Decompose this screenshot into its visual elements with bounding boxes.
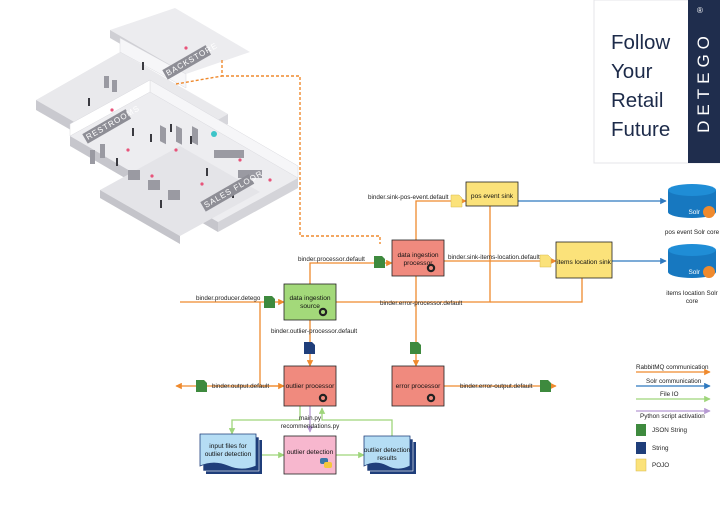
tagline-line-4: Future [611, 118, 671, 141]
spring-logo-icon [426, 393, 436, 403]
solr-core-pos-event[interactable]: Solr pos event Solr core [665, 184, 720, 236]
legend-fileio: File IO [660, 391, 679, 398]
json-string-marker [374, 256, 385, 268]
json-string-marker [410, 342, 421, 354]
label-output: binder.output.default [212, 383, 269, 390]
node-label: pos event sink [471, 193, 514, 200]
pojo-marker [539, 254, 552, 268]
svg-text:items location Solr: items location Solr [666, 290, 717, 297]
edge-labels: binder.sink-pos-event.default binder.pro… [196, 194, 540, 430]
svg-text:core: core [686, 298, 699, 305]
svg-text:items location sink: items location sink [557, 259, 612, 266]
legend-pojo: POJO [652, 462, 669, 469]
store-floorplan-illustration: BACKSTORE RESTROOMS SALES FLOOR [36, 8, 381, 244]
string-marker [304, 342, 315, 354]
legend: RabbitMQ communication Solr communicatio… [635, 364, 711, 472]
python-logo-icon [320, 458, 332, 468]
message-markers [196, 194, 552, 392]
node-items-location-sink[interactable]: items location sink [555, 241, 613, 279]
edge-results-to-outlier [318, 407, 393, 436]
detego-logo-text: DETEGO [694, 31, 713, 133]
spring-logo-icon [318, 307, 328, 317]
solr-logo-icon: Solr [688, 206, 715, 218]
tagline-line-2: Your [611, 60, 653, 83]
legend-string: String [652, 445, 669, 452]
legend-pojo-swatch [635, 458, 647, 472]
label-processor-default: binder.processor.default [298, 256, 365, 263]
label-producer: binder.producer.detego [196, 295, 261, 302]
label-sink-pos-event: binder.sink-pos-event.default [368, 194, 449, 201]
svg-text:processor: processor [404, 260, 434, 267]
pojo-marker [450, 194, 463, 208]
json-string-marker [264, 296, 275, 308]
edge-outlier-to-input-files [228, 406, 301, 435]
legend-solr: Solr communication [646, 378, 702, 385]
legend-rabbitmq: RabbitMQ communication [636, 364, 709, 371]
node-data-ingestion-processor[interactable]: data ingestion processor [391, 239, 445, 277]
node-outlier-results[interactable]: outlier detection results [363, 435, 416, 474]
label-main-py: main.py [299, 415, 322, 422]
svg-text:results: results [377, 455, 397, 462]
edge-items-sink-error [490, 278, 583, 303]
label-error-output: binder.error-output.default [460, 383, 533, 390]
label-recommendations-py: recommendations.py [281, 423, 340, 430]
json-string-marker [540, 380, 551, 392]
node-outlier-detection[interactable]: outlier detection [283, 435, 337, 475]
svg-text:error processor: error processor [396, 383, 442, 390]
edges [175, 197, 667, 459]
legend-json: JSON String [652, 427, 687, 434]
svg-text:outlier detection: outlier detection [287, 449, 334, 456]
detego-logo: DETEGO ® [688, 0, 720, 163]
backstore-floor [110, 8, 250, 74]
svg-text:outlier processor: outlier processor [286, 383, 336, 390]
legend-json-swatch [636, 424, 646, 436]
svg-text:source: source [300, 303, 320, 310]
tagline-line-3: Retail [611, 89, 664, 112]
store-data-route [221, 60, 381, 244]
svg-text:outlier detection: outlier detection [364, 447, 411, 454]
solr-logo-icon: Solr [688, 266, 715, 278]
spring-logo-icon [318, 393, 328, 403]
brand-panel [593, 0, 720, 164]
svg-text:Solr: Solr [688, 269, 700, 276]
solr-core-items-location[interactable]: Solr items location Solr core [666, 244, 718, 305]
label-error-processor: binder.error-processor.default [380, 300, 463, 307]
edge-source-to-processor [309, 259, 393, 284]
tagline-line-1: Follow [611, 31, 671, 54]
legend-python: Python script activation [640, 413, 705, 420]
svg-text:input files for: input files for [209, 443, 247, 450]
json-string-marker [196, 380, 207, 392]
node-pos-event-sink[interactable]: pos event sink [465, 181, 519, 207]
edge-processor-to-pos-sink [415, 197, 467, 250]
edge-error-to-outlier [259, 302, 285, 390]
label-sink-items-location: binder.sink-items-location.default [448, 254, 540, 261]
node-error-processor[interactable]: error processor [391, 365, 445, 407]
svg-text:outlier detection: outlier detection [205, 451, 252, 458]
node-data-ingestion-source[interactable]: data ingestion source [283, 283, 337, 321]
registered-mark: ® [697, 6, 703, 15]
legend-string-swatch [636, 442, 646, 454]
svg-text:data ingestion: data ingestion [397, 252, 438, 259]
svg-text:data ingestion: data ingestion [289, 295, 330, 302]
spring-logo-icon [426, 263, 436, 273]
label-outlier-processor: binder.outlier-processor.default [271, 328, 357, 335]
svg-text:Solr: Solr [688, 209, 700, 216]
node-input-files[interactable]: input files for outlier detection [199, 433, 262, 474]
node-outlier-processor[interactable]: outlier processor [283, 365, 337, 407]
svg-text:pos event Solr core: pos event Solr core [665, 229, 720, 236]
